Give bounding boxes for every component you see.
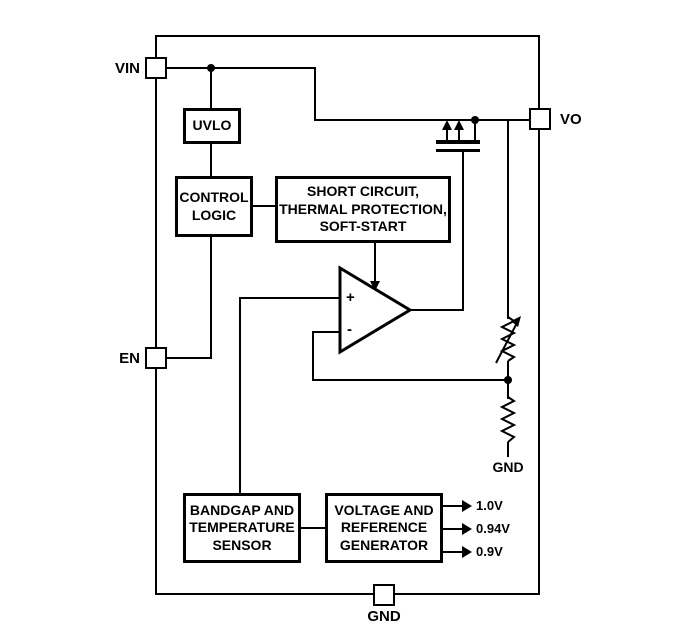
protection-block-label: SHORT CIRCUIT, THERMAL PROTECTION, SOFT-… (279, 183, 447, 235)
en-pin-label: EN (119, 350, 140, 367)
wire-minus-input-horizontal (312, 331, 342, 333)
wire-divider-to-gnd (507, 442, 509, 457)
ref-output-label-1: 1.0V (476, 498, 503, 513)
uvlo-block-label: UVLO (192, 117, 232, 134)
vo-pin (529, 108, 551, 130)
junction-dot-feedback-tap (504, 376, 512, 384)
protection-block: SHORT CIRCUIT, THERMAL PROTECTION, SOFT-… (275, 176, 451, 243)
wire-vin-to-uvlo (210, 67, 212, 109)
wire-uvlo-to-control (210, 144, 212, 176)
arrowhead-ref-output-3 (462, 546, 472, 558)
control-logic-block-label: CONTROL LOGIC (179, 189, 249, 223)
ref-output-label-3: 0.9V (476, 544, 503, 559)
wire-vo-to-divider (507, 119, 509, 319)
wire-amp-output (410, 309, 464, 311)
arrowhead-protection-to-amp (370, 281, 380, 291)
wire-feedback-horizontal (312, 379, 509, 381)
error-amplifier-symbol (338, 265, 413, 355)
vo-pin-label: VO (560, 111, 582, 128)
feedback-resistor-top-symbol (495, 316, 521, 364)
wire-en-horizontal (167, 357, 212, 359)
wire-vin-horizontal (167, 67, 316, 69)
wire-bandgap-to-plus-vertical (239, 297, 241, 494)
wire-plus-input-horizontal (239, 297, 342, 299)
wire-ref-output-2 (443, 528, 463, 530)
wire-input-rail-to-vo (314, 119, 530, 121)
bandgap-block-label: BANDGAP AND TEMPERATURE SENSOR (189, 501, 295, 553)
amp-inverting-sign: - (347, 321, 352, 338)
vin-pin-label: VIN (114, 60, 140, 77)
feedback-resistor-bottom-symbol (499, 396, 517, 443)
control-logic-block: CONTROL LOGIC (175, 176, 253, 237)
uvlo-block: UVLO (183, 108, 241, 144)
reference-generator-block: VOLTAGE AND REFERENCE GENERATOR (325, 493, 443, 563)
reference-generator-block-label: VOLTAGE AND REFERENCE GENERATOR (334, 501, 434, 553)
vin-pin (145, 57, 167, 79)
wire-gate (462, 152, 464, 311)
divider-gnd-label: GND (492, 459, 524, 475)
wire-bandgap-to-reference (299, 527, 326, 529)
ic-boundary (155, 35, 540, 595)
wire-control-to-en (210, 237, 212, 359)
pass-transistor-symbol (436, 120, 480, 160)
wire-control-to-protection (253, 205, 275, 207)
en-pin (145, 347, 167, 369)
wire-ref-output-1 (443, 505, 463, 507)
junction-dot-vin (207, 64, 215, 72)
ref-output-label-2: 0.94V (476, 521, 510, 536)
wire-ref-output-3 (443, 551, 463, 553)
bandgap-block: BANDGAP AND TEMPERATURE SENSOR (183, 493, 301, 563)
arrowhead-ref-output-1 (462, 500, 472, 512)
gnd-pin (373, 584, 395, 606)
wire-vin-to-rail-drop (314, 67, 316, 121)
arrowhead-ref-output-2 (462, 523, 472, 535)
amp-noninverting-sign: + (346, 289, 355, 306)
wire-feedback-vertical (312, 331, 314, 381)
wire-protection-to-amp (374, 243, 376, 282)
gnd-pin-label: GND (367, 608, 401, 625)
